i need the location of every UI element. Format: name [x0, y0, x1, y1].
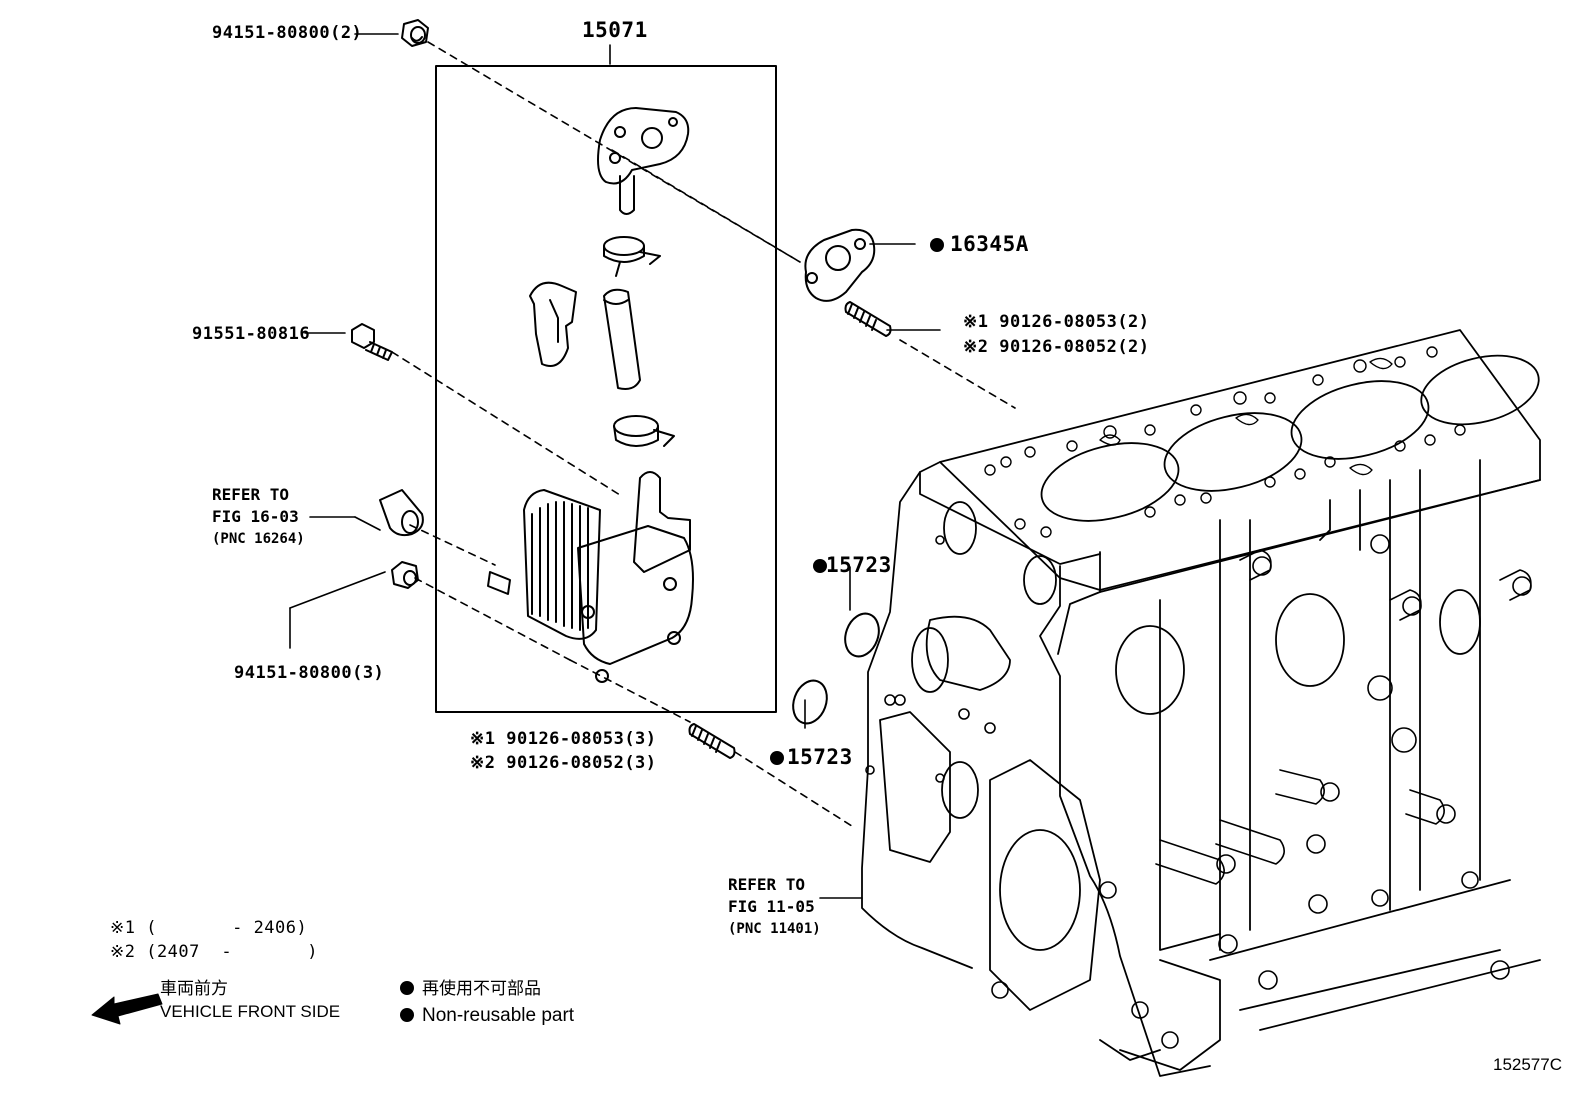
reference-hose-pnc: (PNC 16264) — [212, 531, 305, 547]
legend-nonreuse-en: Non-reusable part — [400, 1006, 574, 1025]
hose-part — [603, 288, 641, 390]
label-stud-upper-2-number: 90126-08052(2) — [999, 337, 1150, 357]
label-stud-upper-2[interactable]: ※2 90126-08052(2) — [963, 339, 1150, 356]
o-ring-upper-part — [844, 612, 880, 658]
legend-front-jp: 車両前方 — [160, 979, 228, 998]
reference-hose[interactable]: REFER TO FIG 16-03 (PNC 16264) — [212, 484, 305, 550]
label-bolt[interactable]: 91551-80816 — [192, 324, 311, 344]
label-oil-cooler-assy[interactable]: 15071 — [582, 18, 648, 42]
note-mark-1: ※1 — [470, 729, 496, 749]
front-arrow-icon — [91, 993, 163, 1025]
note-range-2: ※2 (2407 - ) — [110, 942, 318, 962]
oil-cooler-part — [487, 471, 694, 683]
non-reusable-dot-icon — [400, 1008, 414, 1022]
nut-top-part — [401, 19, 429, 47]
figure-id: 152577C — [1492, 1055, 1562, 1074]
label-nut-bottom[interactable]: 94151-80800(3) — [234, 663, 385, 683]
hose-stub-part — [379, 489, 424, 537]
reference-hose-line1: REFER TO — [212, 485, 290, 504]
nut-bottom-part — [391, 561, 419, 589]
dashed-assembly-lines — [391, 41, 1016, 829]
reference-block-pnc: (PNC 11401) — [728, 921, 821, 937]
note-mark-2: ※2 — [470, 753, 496, 773]
bolt-part — [351, 323, 393, 361]
label-stud-lower-1[interactable]: ※1 90126-08053(3) — [470, 731, 657, 748]
hose-clamp-upper-part — [603, 236, 661, 277]
hose-protector-part — [529, 281, 577, 367]
legend-front-en: VEHICLE FRONT SIDE — [160, 1002, 341, 1021]
label-nut-top[interactable]: 94151-80800(2) — [212, 23, 363, 43]
assembly-box-15071 — [435, 65, 777, 713]
legend-nonreuse-en-text: Non-reusable part — [422, 1005, 575, 1026]
label-o-ring-lower[interactable]: 15723 — [787, 745, 853, 769]
flange-pipe-part — [597, 107, 690, 215]
stud-lower-part — [688, 723, 736, 759]
reference-block[interactable]: REFER TO FIG 11-05 (PNC 11401) — [728, 874, 821, 940]
label-o-ring-upper[interactable]: 15723 — [826, 553, 892, 577]
gasket-part — [804, 228, 876, 302]
note-mark-1: ※1 — [963, 312, 989, 332]
reference-block-line2: FIG 11-05 — [728, 897, 815, 916]
legend-nonreuse-jp: 再使用不可部品 — [400, 980, 541, 997]
reference-hose-line2: FIG 16-03 — [212, 507, 299, 526]
legend-nonreuse-jp-text: 再使用不可部品 — [422, 979, 541, 998]
non-reusable-dot-icon — [400, 981, 414, 995]
leader-lines — [289, 33, 941, 899]
o-ring-lower-part — [792, 679, 828, 725]
note-mark-2: ※2 — [963, 337, 989, 357]
label-stud-upper-1-number: 90126-08053(2) — [999, 312, 1150, 332]
label-stud-lower-1-number: 90126-08053(3) — [506, 729, 657, 749]
note-range-1: ※1 ( - 2406) — [110, 918, 308, 938]
label-stud-upper-1[interactable]: ※1 90126-08053(2) — [963, 314, 1150, 331]
label-gasket[interactable]: 16345A — [950, 232, 1029, 256]
hose-clamp-lower-part — [613, 415, 675, 447]
cylinder-block-part — [861, 329, 1541, 1077]
stud-upper-part — [844, 301, 892, 337]
reference-block-line1: REFER TO — [728, 875, 806, 894]
label-stud-lower-2[interactable]: ※2 90126-08052(3) — [470, 755, 657, 772]
label-stud-lower-2-number: 90126-08052(3) — [506, 753, 657, 773]
non-reusable-dot-icon — [770, 238, 944, 765]
